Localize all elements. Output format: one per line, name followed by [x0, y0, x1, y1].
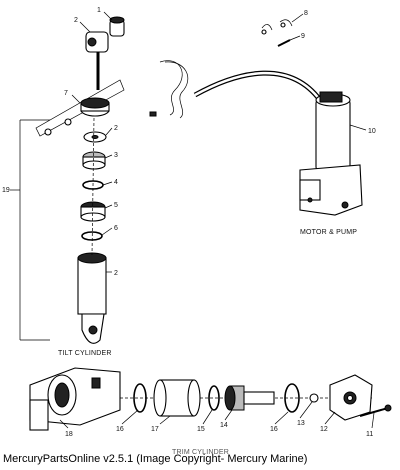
callout-13: 13 [297, 420, 305, 427]
callout-labels: 1 2 7 2 3 4 5 6 2 8 9 10 19 18 16 17 15 … [2, 7, 376, 438]
callout-8: 8 [304, 10, 308, 17]
callout-9: 9 [301, 33, 305, 40]
callout-15: 15 [197, 426, 205, 433]
part-12-end-cap [329, 374, 373, 421]
callout-17: 17 [151, 426, 159, 433]
callout-2a: 2 [74, 17, 78, 24]
part-16-ring-left [133, 383, 147, 413]
callout-3: 3 [114, 152, 118, 159]
part-8-clips [261, 19, 293, 35]
part-5-seal-cap [80, 201, 106, 222]
part-17-sleeve [153, 379, 201, 417]
callout-leader-lines [59, 11, 375, 429]
part-2-upper-clevis [85, 31, 109, 90]
part-14-piston-rod [224, 385, 275, 411]
callout-2c: 2 [114, 270, 118, 277]
callout-14: 14 [220, 422, 228, 429]
part-10-motor-pump [299, 91, 363, 216]
callout-16a: 16 [116, 426, 124, 433]
callout-5: 5 [114, 202, 118, 209]
callout-10: 10 [368, 128, 376, 135]
part-13-seal [309, 393, 319, 403]
part-16-ring-right [284, 383, 300, 413]
tilt-axis-line [91, 117, 95, 256]
bracket-19 [10, 119, 50, 341]
callout-1: 1 [97, 7, 101, 14]
part-3-piston [82, 151, 106, 170]
section-label-tilt-cylinder: TILT CYLINDER [58, 350, 112, 357]
callout-12: 12 [320, 426, 328, 433]
part-7-mount-plate [35, 79, 125, 137]
callout-6: 6 [114, 225, 118, 232]
part-2-washer [83, 131, 107, 143]
motor-wiring [149, 60, 322, 119]
callout-18: 18 [65, 431, 73, 438]
part-18-trim-housing [29, 367, 121, 431]
callout-16b: 16 [270, 426, 278, 433]
copyright-caption: MercuryPartsOnline v2.5.1 (Image Copyrig… [3, 453, 308, 465]
callout-19: 19 [2, 187, 10, 194]
callout-4: 4 [114, 179, 118, 186]
callout-2b: 2 [114, 125, 118, 132]
part-11-bolt [359, 404, 392, 417]
part-1-cap [109, 16, 125, 37]
callout-11: 11 [366, 431, 373, 438]
section-label-trim-cylinder: TRIM CYLINDER [172, 449, 229, 456]
part-2-tilt-cylinder-body [77, 252, 107, 344]
callout-7: 7 [64, 90, 68, 97]
section-label-motor-pump: MOTOR & PUMP [300, 229, 357, 236]
part-15-o-ring [208, 385, 220, 411]
part-9-pin [277, 39, 291, 47]
